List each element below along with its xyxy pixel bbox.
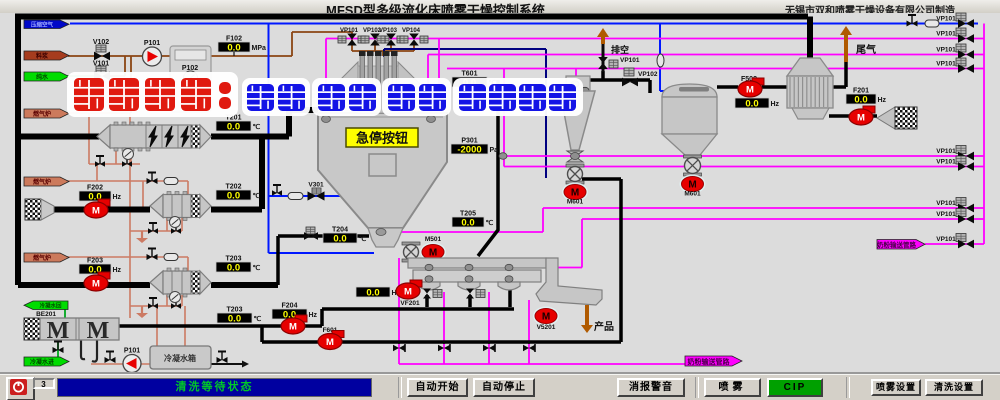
svg-text:F102: F102 (226, 36, 242, 43)
svg-text:MPa: MPa (252, 45, 267, 52)
svg-text:T202: T202 (226, 184, 242, 191)
svg-text:F201: F201 (853, 88, 869, 95)
svg-text:P301: P301 (461, 138, 477, 145)
svg-text:0.0: 0.0 (227, 42, 240, 53)
svg-text:M: M (289, 321, 297, 332)
svg-text:VP101: VP101 (936, 211, 956, 218)
svg-text:V102: V102 (93, 39, 109, 46)
svg-text:P101: P101 (144, 40, 160, 47)
svg-text:燃气炉: 燃气炉 (33, 110, 51, 118)
svg-text:T203: T203 (227, 307, 243, 314)
svg-text:M: M (857, 112, 865, 123)
svg-text:Pa: Pa (490, 147, 499, 154)
svg-text:T601: T601 (462, 71, 478, 78)
svg-text:冷凝水进: 冷凝水进 (30, 358, 54, 366)
svg-text:0.0: 0.0 (227, 262, 240, 273)
svg-text:0.0: 0.0 (461, 217, 474, 228)
svg-text:M: M (47, 318, 70, 344)
svg-text:M: M (746, 84, 754, 95)
svg-text:M601: M601 (684, 191, 701, 198)
svg-text:F601: F601 (323, 327, 338, 334)
svg-text:℃: ℃ (253, 192, 261, 200)
svg-text:-2000: -2000 (457, 144, 481, 155)
svg-text:VP101: VP101 (620, 57, 640, 64)
svg-text:VP101: VP101 (936, 31, 956, 38)
svg-text:M: M (87, 318, 110, 344)
svg-text:0.0: 0.0 (88, 191, 101, 202)
svg-text:T201: T201 (226, 115, 242, 122)
svg-text:℃: ℃ (254, 315, 262, 323)
svg-text:M: M (92, 278, 100, 289)
svg-text:奶粉输送管路: 奶粉输送管路 (876, 240, 917, 249)
svg-text:T204: T204 (332, 227, 348, 234)
svg-text:VP101: VP101 (936, 148, 956, 155)
svg-text:燃气炉: 燃气炉 (33, 178, 51, 186)
svg-text:VP101: VP101 (340, 28, 359, 34)
svg-text:0.0: 0.0 (88, 264, 101, 275)
svg-text:VP101: VP101 (936, 200, 956, 207)
svg-text:Hz: Hz (309, 312, 318, 319)
svg-text:冷凝水箱: 冷凝水箱 (164, 353, 196, 363)
svg-text:℃: ℃ (253, 264, 261, 272)
svg-text:0.0: 0.0 (745, 98, 758, 109)
svg-text:℃: ℃ (486, 219, 494, 227)
svg-text:M: M (688, 180, 696, 191)
svg-text:F202: F202 (87, 185, 103, 192)
svg-text:Hz: Hz (113, 194, 122, 201)
svg-text:V101: V101 (93, 61, 109, 68)
svg-text:V5201: V5201 (537, 324, 556, 331)
svg-text:VP101: VP101 (936, 47, 956, 54)
svg-text:VP103: VP103 (379, 28, 398, 34)
svg-text:P101: P101 (124, 348, 140, 355)
svg-text:F204: F204 (282, 303, 298, 310)
svg-text:冷凝水回: 冷凝水回 (39, 301, 62, 309)
svg-text:M: M (542, 312, 550, 323)
svg-text:产品: 产品 (594, 320, 614, 333)
svg-text:VP104: VP104 (402, 28, 421, 34)
svg-text:0.0: 0.0 (228, 313, 241, 324)
svg-text:F203: F203 (87, 258, 103, 265)
svg-text:0.0: 0.0 (283, 309, 296, 320)
svg-text:Hz: Hz (771, 101, 780, 108)
svg-text:VP101: VP101 (936, 159, 956, 166)
svg-text:M: M (571, 188, 579, 199)
svg-text:0.0: 0.0 (366, 287, 379, 298)
svg-text:VP101: VP101 (936, 16, 956, 23)
svg-text:压缩空气: 压缩空气 (31, 20, 54, 28)
svg-text:℃: ℃ (359, 235, 367, 243)
svg-text:VP102: VP102 (363, 28, 382, 34)
svg-text:M: M (404, 286, 412, 297)
svg-text:M: M (326, 337, 334, 348)
svg-text:BE201: BE201 (36, 311, 56, 318)
svg-text:纯水: 纯水 (36, 73, 49, 81)
svg-text:F502: F502 (741, 76, 757, 83)
svg-text:料浆: 料浆 (36, 52, 49, 60)
svg-text:排空: 排空 (611, 44, 629, 55)
svg-text:急停按钮: 急停按钮 (356, 131, 408, 146)
svg-text:M: M (429, 248, 437, 259)
svg-text:奶粉输送管路: 奶粉输送管路 (688, 357, 731, 366)
svg-text:VP101: VP101 (936, 61, 956, 68)
svg-text:P102: P102 (182, 65, 198, 72)
svg-text:℃: ℃ (253, 123, 261, 131)
svg-text:燃气炉: 燃气炉 (33, 254, 51, 262)
svg-text:0.0: 0.0 (333, 233, 346, 244)
svg-text:0.0: 0.0 (227, 121, 240, 132)
svg-text:V301: V301 (308, 182, 324, 189)
svg-text:Hz: Hz (113, 267, 122, 274)
svg-text:尾气: 尾气 (856, 43, 876, 56)
svg-text:0.0: 0.0 (854, 94, 867, 105)
svg-text:M601: M601 (567, 199, 584, 206)
svg-text:T205: T205 (460, 211, 476, 218)
svg-text:M: M (92, 205, 100, 216)
svg-text:Hz: Hz (878, 97, 887, 104)
svg-text:M501: M501 (425, 236, 442, 243)
svg-text:VP102: VP102 (638, 71, 658, 78)
svg-text:T203: T203 (226, 256, 242, 263)
svg-text:0.0: 0.0 (227, 190, 240, 201)
svg-text:VP101: VP101 (936, 236, 956, 243)
svg-text:VF201: VF201 (400, 300, 420, 307)
